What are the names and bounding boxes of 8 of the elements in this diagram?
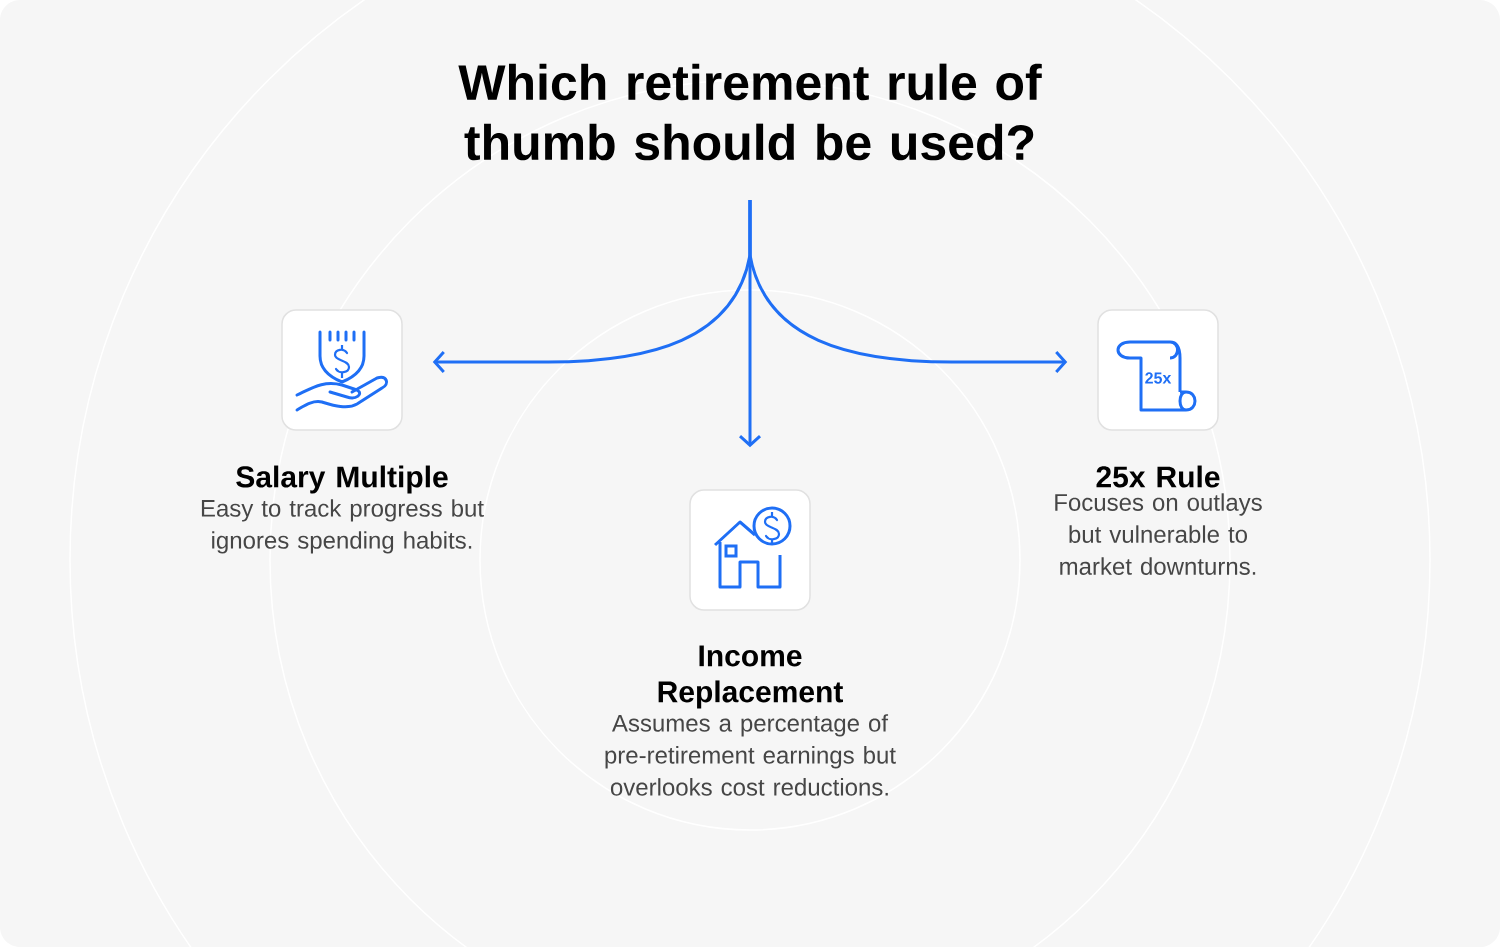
option-heading: 25x Rule <box>1096 465 1220 488</box>
title: Which retirement rule of thumb should be used? <box>458 63 1042 161</box>
option-description: Assumes a percentage of pre-retirement earnings but overlooks cost reductions. <box>605 714 896 796</box>
option-description: Focuses on outlays but vulnerable to market downturns. <box>1055 493 1262 575</box>
option-heading: Salary Multiple <box>236 465 448 494</box>
arrow <box>748 200 1068 373</box>
option-heading: Income Replacement <box>658 645 843 709</box>
option-description: Easy to track progress but ignores spending habits. <box>201 499 484 554</box>
